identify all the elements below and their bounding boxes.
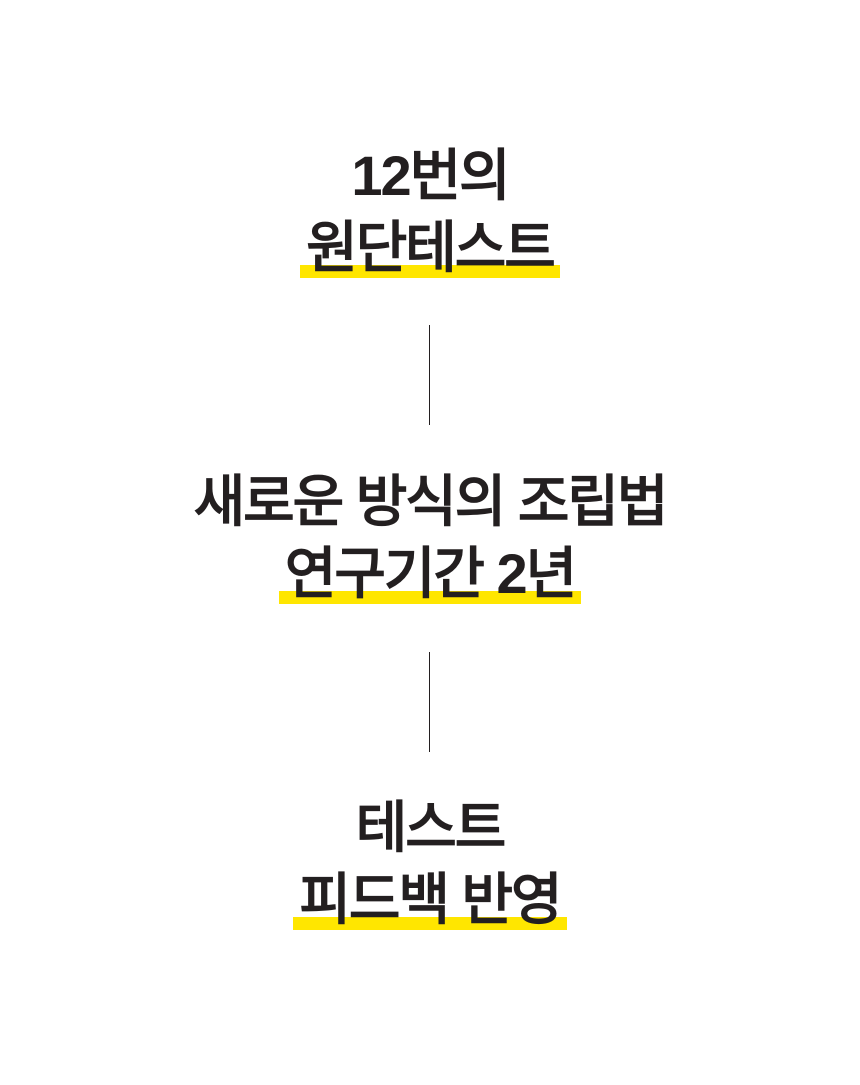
highlighted-line: 피드백 반영 bbox=[293, 870, 567, 930]
section-feedback: 테스트 피드백 반영 bbox=[0, 792, 860, 936]
vertical-divider bbox=[429, 652, 430, 752]
highlighted-line: 원단테스트 bbox=[300, 218, 560, 278]
section-line: 테스트 bbox=[355, 796, 507, 859]
highlighted-line: 연구기간 2년 bbox=[278, 544, 582, 604]
section-assembly-research: 새로운 방식의 조립법 연구기간 2년 bbox=[0, 466, 860, 610]
section-line: 12번의 bbox=[351, 144, 510, 207]
section-line: 새로운 방식의 조립법 bbox=[193, 470, 669, 533]
vertical-divider bbox=[429, 325, 430, 425]
section-fabric-test: 12번의 원단테스트 bbox=[0, 140, 860, 284]
